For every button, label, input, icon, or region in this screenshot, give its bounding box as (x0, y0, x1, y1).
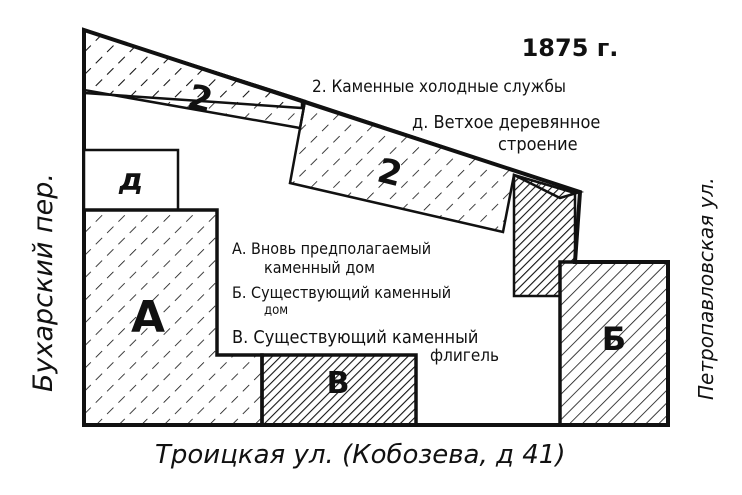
legend-item-d-line1: д. Ветхое деревянное (412, 112, 600, 133)
label-building-v: В (327, 366, 350, 401)
legend-item-v-line1: В. Существующий каменный (232, 327, 478, 348)
label-building-a: А (131, 292, 165, 343)
legend-item-b-line1: Б. Существующий каменный (232, 283, 451, 302)
building-d (82, 148, 180, 212)
street-left-label: Бухарский пер. (28, 173, 59, 392)
legend-item-d-line2: строение (498, 134, 578, 155)
legend-item-2: 2. Каменные холодные службы (312, 77, 566, 97)
building-b (558, 260, 670, 427)
diagram-title: 1875 г. (522, 34, 619, 62)
legend-item-v-line2: флигель (430, 346, 499, 366)
legend-item-b-line2: дом (264, 303, 288, 318)
label-building-b: Б (602, 320, 626, 358)
label-building-d: д (118, 163, 143, 198)
street-right-label: Петропавловская ул. (694, 177, 718, 400)
legend-item-a-line2: каменный дом (264, 258, 375, 277)
legend-item-a-line1: А. Вновь предполагаемый (232, 239, 431, 258)
street-bottom-label: Троицкая ул. (Кобозева, д 41) (155, 440, 566, 470)
